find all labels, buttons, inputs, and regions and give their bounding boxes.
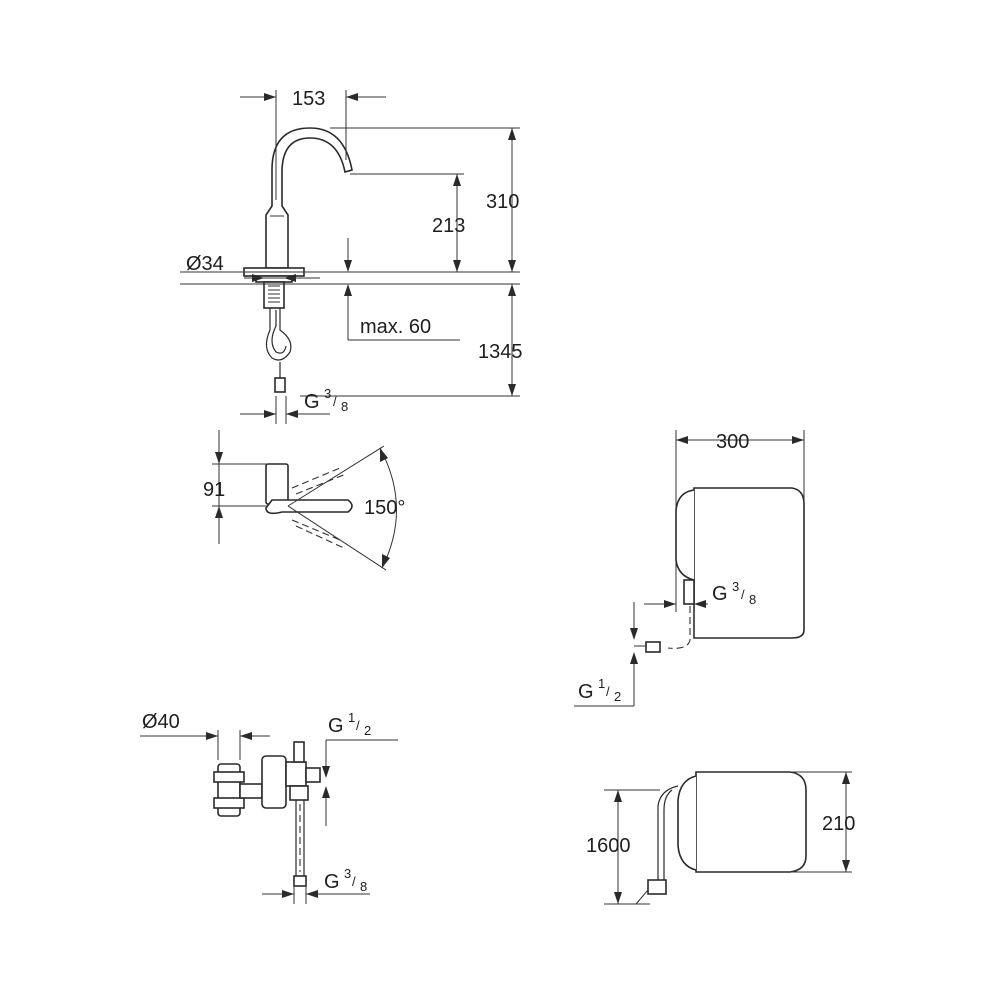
dim-210-label: 210 [822, 813, 855, 835]
svg-text:3: 3 [344, 866, 351, 881]
thread-g38-valve-num: 3 [344, 866, 351, 881]
dim-max60: max. 60 [344, 238, 460, 341]
svg-text:8: 8 [341, 399, 348, 414]
thread-g12-valve-main: G [328, 715, 344, 737]
svg-text:3: 3 [732, 579, 739, 594]
thread-g38-box-num: 3 [732, 579, 739, 594]
dim-max60-label: max. 60 [360, 316, 431, 338]
svg-text:1: 1 [348, 710, 355, 725]
thread-g38-num: 3 [324, 386, 331, 401]
thread-g12-valve-num: 1 [348, 710, 355, 725]
thread-g12-box-main: G [578, 681, 594, 703]
dim-o40-label: Ø40 [142, 711, 180, 733]
svg-text:8: 8 [749, 592, 756, 607]
dim-310: 310 [330, 127, 520, 272]
svg-text:8: 8 [360, 879, 367, 894]
svg-text:G: G [304, 391, 320, 413]
box-side-view: 1600 210 [586, 771, 855, 905]
dim-300-label: 300 [716, 431, 749, 453]
svg-text:G: G [324, 871, 340, 893]
svg-text:2: 2 [614, 689, 621, 704]
dim-153: 153 [240, 88, 386, 200]
thread-g38-den: 8 [341, 399, 348, 414]
faucet-body [243, 127, 353, 393]
dim-1600-label: 1600 [586, 835, 631, 857]
dim-213-label: 213 [432, 215, 465, 237]
svg-text:/: / [356, 718, 360, 733]
thread-g38-faucet: G 3 / 8 [240, 386, 348, 424]
thread-g12-box-den: 2 [614, 689, 621, 704]
dim-91-label: 91 [203, 479, 225, 501]
svg-text:/: / [352, 874, 356, 889]
faucet-view: 153 310 213 Ø34 [180, 88, 523, 424]
svg-text:G: G [578, 681, 594, 703]
dim-153-label: 153 [292, 88, 325, 110]
svg-text:/: / [741, 587, 745, 602]
svg-text:/: / [606, 684, 610, 699]
valve-view: Ø40 G 1 / 2 G 3 / 8 [140, 710, 398, 904]
thread-g38-valve-den: 8 [360, 879, 367, 894]
dim-1345-label: 1345 [478, 341, 523, 363]
dim-1345: 1345 [300, 284, 523, 397]
svg-text:G: G [328, 715, 344, 737]
dim-o34: Ø34 [186, 253, 320, 282]
thread-g38-main: G [304, 391, 320, 413]
svg-text:3: 3 [324, 386, 331, 401]
dim-o34-label: Ø34 [186, 253, 224, 275]
thread-g38-box-den: 8 [749, 592, 756, 607]
thread-g12-box-num: 1 [598, 676, 605, 691]
svg-text:2: 2 [364, 723, 371, 738]
dim-150-label: 150° [364, 497, 405, 519]
box-front-view: 300 G 3 / 8 G 1 / 2 [574, 430, 805, 707]
svg-text:1: 1 [598, 676, 605, 691]
svg-text:/: / [333, 394, 337, 409]
svg-text:G: G [712, 583, 728, 605]
swivel-view: 150° 91 [203, 430, 405, 571]
thread-g38-box-main: G [712, 583, 728, 605]
dim-213: 213 [350, 173, 465, 272]
thread-g12-valve-den: 2 [364, 723, 371, 738]
dim-310-label: 310 [486, 191, 519, 213]
thread-g38-valve-main: G [324, 871, 340, 893]
